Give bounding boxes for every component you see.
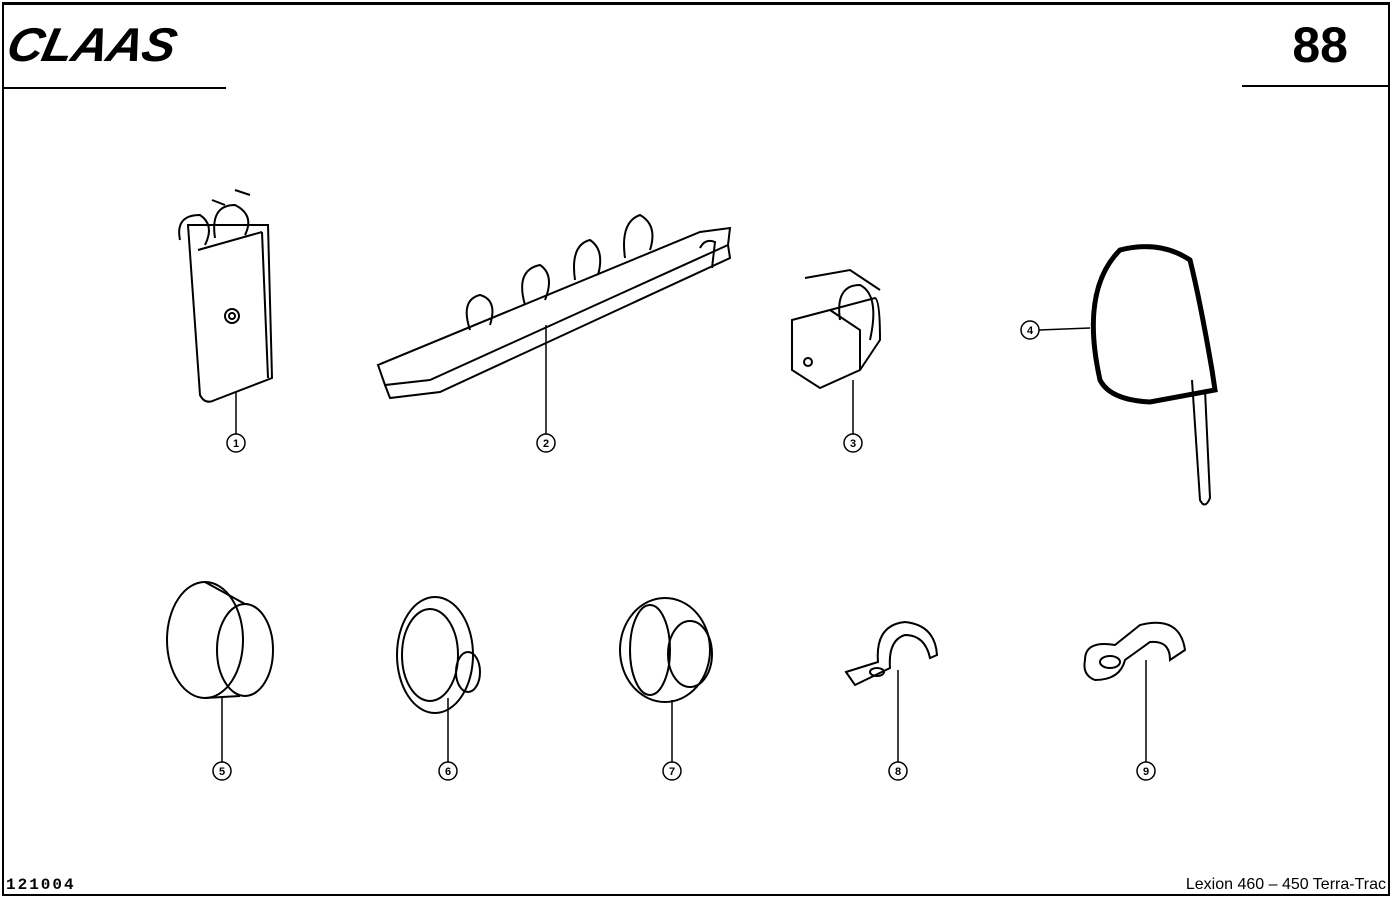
part-5-drawing <box>166 581 274 699</box>
part-7-drawing <box>619 597 713 703</box>
document-number: 121004 <box>6 876 76 894</box>
model-name: Lexion 460 – 450 Terra-Trac <box>1185 876 1386 893</box>
callout-5: 5 <box>212 761 232 781</box>
callout-label: 7 <box>669 766 675 778</box>
callout-label: 6 <box>445 766 451 778</box>
callout-8: 8 <box>888 761 908 781</box>
part-6-drawing <box>396 596 481 714</box>
callout-3: 3 <box>843 433 863 453</box>
part-4-drawing <box>1090 244 1218 506</box>
part-3-drawing <box>791 268 882 390</box>
callout-label: 3 <box>850 438 856 450</box>
leader-lines <box>221 325 1147 762</box>
part-1-drawing <box>178 189 274 403</box>
callout-4: 4 <box>1020 320 1040 340</box>
callout-9: 9 <box>1136 761 1156 781</box>
part-9-drawing <box>1083 621 1187 682</box>
callout-label: 5 <box>219 766 225 778</box>
callout-6: 6 <box>438 761 458 781</box>
callout-label: 8 <box>895 766 901 778</box>
page-number: 88 <box>1292 17 1348 73</box>
callout-2: 2 <box>536 433 556 453</box>
divider <box>4 87 226 89</box>
part-2-drawing <box>376 213 732 400</box>
callout-1: 1 <box>226 433 246 453</box>
callout-label: 2 <box>543 438 549 450</box>
part-8-drawing <box>844 620 939 687</box>
callout-7: 7 <box>662 761 682 781</box>
callout-label: 1 <box>233 438 239 450</box>
callout-label: 4 <box>1027 325 1034 337</box>
divider <box>1242 85 1390 87</box>
callout-label: 9 <box>1143 766 1149 778</box>
